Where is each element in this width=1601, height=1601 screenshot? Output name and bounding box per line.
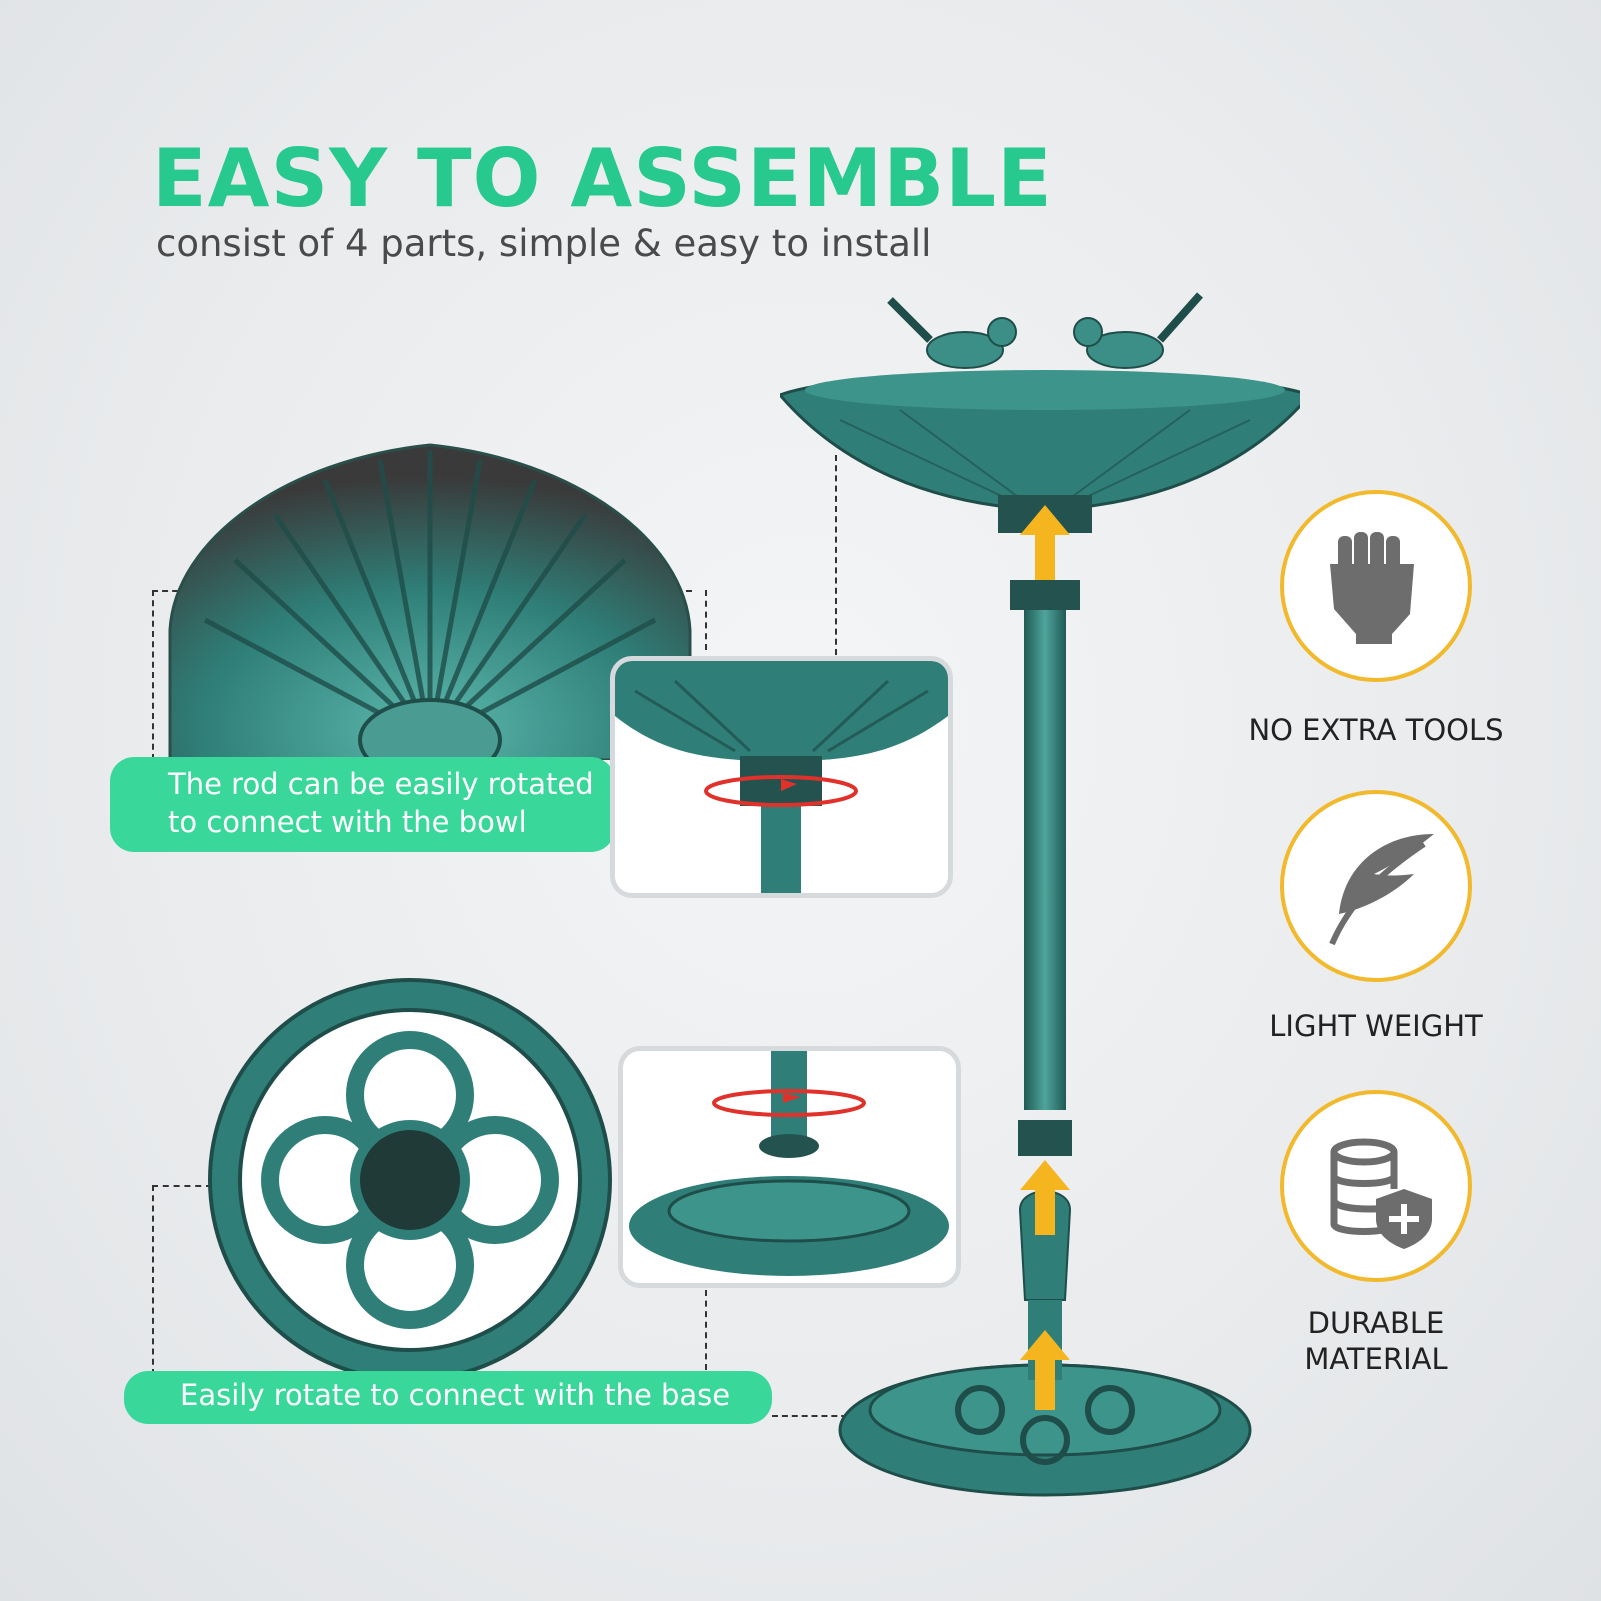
rod-bowl-callout: The rod can be easily rotated to connect… [110, 757, 615, 852]
feature-label: DURABLE MATERIAL [1226, 1305, 1526, 1377]
database-shield-icon [1330, 1138, 1432, 1249]
dashed-guide [705, 590, 707, 650]
dashed-guide [772, 1415, 867, 1417]
up-arrow-icon [1020, 505, 1070, 1410]
bowl-rod-detail-image [615, 661, 948, 893]
shell-bowl-image [168, 443, 692, 760]
base-callout: Easily rotate to connect with the base [124, 1371, 772, 1424]
dashed-guide [152, 1185, 212, 1187]
dashed-guide [152, 590, 154, 760]
dashed-guide [835, 455, 837, 655]
fist-icon [1330, 532, 1414, 644]
feature-label-line: MATERIAL [1304, 1342, 1448, 1376]
bowl-rod-detail-inset [610, 656, 953, 898]
subheadline: consist of 4 parts, simple & easy to ins… [156, 222, 932, 265]
base-top-view-image [208, 978, 612, 1382]
callout-line: The rod can be easily rotated [168, 767, 594, 801]
light-weight-badge [1280, 790, 1472, 982]
base-rod-detail-image [629, 1051, 949, 1276]
dashed-guide [152, 1185, 154, 1375]
feature-label: NO EXTRA TOOLS [1248, 713, 1504, 747]
feature-label-line: DURABLE [1307, 1306, 1445, 1340]
durable-material-badge [1280, 1090, 1472, 1282]
headline: EASY TO ASSEMBLE [152, 132, 1053, 225]
no-tools-badge [1280, 490, 1472, 682]
base-rod-detail-inset [618, 1046, 961, 1288]
feature-label: LIGHT WEIGHT [1269, 1009, 1483, 1043]
dashed-guide [705, 1290, 707, 1370]
callout-line: to connect with the bowl [168, 805, 527, 839]
feather-icon [1329, 834, 1434, 946]
bird-bath-assembly-image [780, 292, 1300, 1497]
